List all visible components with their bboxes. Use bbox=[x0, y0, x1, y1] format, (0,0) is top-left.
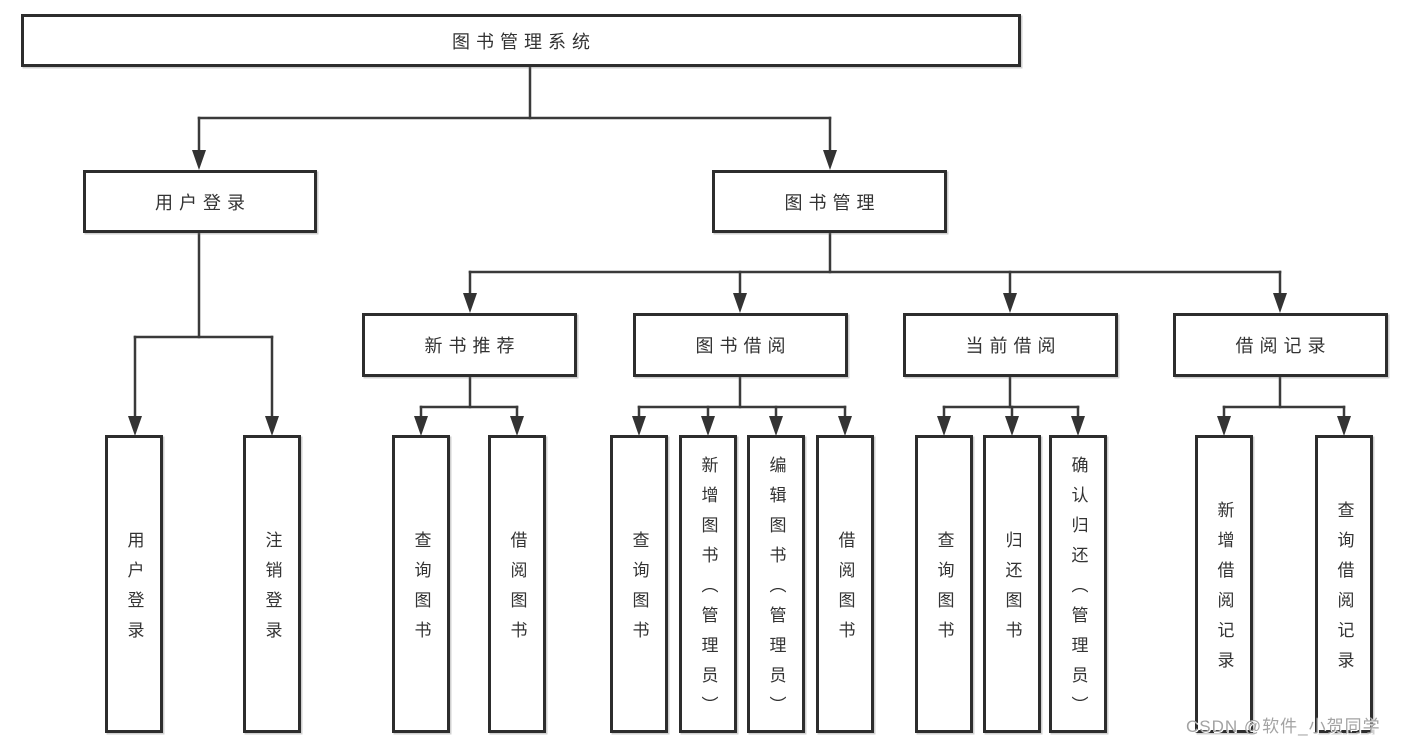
leaf-bb-query-books-label: 查询图书 bbox=[629, 530, 649, 651]
leaf-logout-label: 注销登录 bbox=[262, 530, 282, 651]
arrowheads bbox=[128, 150, 1351, 436]
leaf-cb-return-books-label: 归还图书 bbox=[1002, 530, 1022, 651]
leaf-bb-edit-books-admin-label: 编辑图书（管理员） bbox=[766, 455, 786, 726]
leaf-cb-query-books-label: 查询图书 bbox=[934, 530, 954, 651]
leaf-user-login: 用户登录 bbox=[105, 435, 163, 733]
leaf-br-add-record-label: 新增借阅记录 bbox=[1214, 500, 1234, 681]
leaf-br-add-record: 新增借阅记录 bbox=[1195, 435, 1253, 733]
leaf-bb-edit-books-admin: 编辑图书（管理员） bbox=[747, 435, 805, 733]
leaf-user-login-label: 用户登录 bbox=[124, 530, 144, 651]
leaf-bb-add-books-admin: 新增图书（管理员） bbox=[679, 435, 737, 733]
node-book-management: 图书管理 bbox=[712, 170, 947, 233]
node-book-borrowing: 图书借阅 bbox=[633, 313, 848, 377]
node-book-management-label: 图书管理 bbox=[784, 192, 881, 213]
leaf-bb-query-books: 查询图书 bbox=[610, 435, 668, 733]
leaf-nb-query-books-label: 查询图书 bbox=[411, 530, 431, 651]
csdn-watermark: CSDN @软件_小贺同学 bbox=[1186, 717, 1381, 736]
node-new-book-recommendation: 新书推荐 bbox=[362, 313, 577, 377]
leaf-bb-add-books-admin-label: 新增图书（管理员） bbox=[698, 455, 718, 726]
leaf-cb-return-books: 归还图书 bbox=[983, 435, 1041, 733]
leaf-nb-borrow-books: 借阅图书 bbox=[488, 435, 546, 733]
node-user-login-label: 用户登录 bbox=[155, 192, 251, 213]
leaf-logout: 注销登录 bbox=[243, 435, 301, 733]
node-current-borrowing-label: 当前借阅 bbox=[965, 336, 1062, 356]
leaf-nb-query-books: 查询图书 bbox=[392, 435, 450, 733]
leaf-cb-query-books: 查询图书 bbox=[915, 435, 973, 733]
node-new-book-recommendation-label: 新书推荐 bbox=[424, 336, 521, 356]
leaf-br-query-record: 查询借阅记录 bbox=[1315, 435, 1373, 733]
leaf-bb-borrow-books-label: 借阅图书 bbox=[835, 530, 855, 651]
node-current-borrowing: 当前借阅 bbox=[903, 313, 1118, 377]
leaf-bb-borrow-books: 借阅图书 bbox=[816, 435, 874, 733]
leaf-cb-confirm-return-admin-label: 确认归还（管理员） bbox=[1068, 455, 1088, 726]
node-root-system: 图书管理系统 bbox=[21, 14, 1021, 67]
leaf-cb-confirm-return-admin: 确认归还（管理员） bbox=[1049, 435, 1107, 733]
leaf-nb-borrow-books-label: 借阅图书 bbox=[507, 530, 527, 651]
node-user-login: 用户登录 bbox=[83, 170, 317, 233]
node-borrow-records-label: 借阅记录 bbox=[1235, 336, 1332, 356]
node-root-system-label: 图书管理系统 bbox=[452, 31, 596, 52]
node-book-borrowing-label: 图书借阅 bbox=[695, 336, 792, 356]
leaf-br-query-record-label: 查询借阅记录 bbox=[1334, 500, 1354, 681]
node-borrow-records: 借阅记录 bbox=[1173, 313, 1388, 377]
